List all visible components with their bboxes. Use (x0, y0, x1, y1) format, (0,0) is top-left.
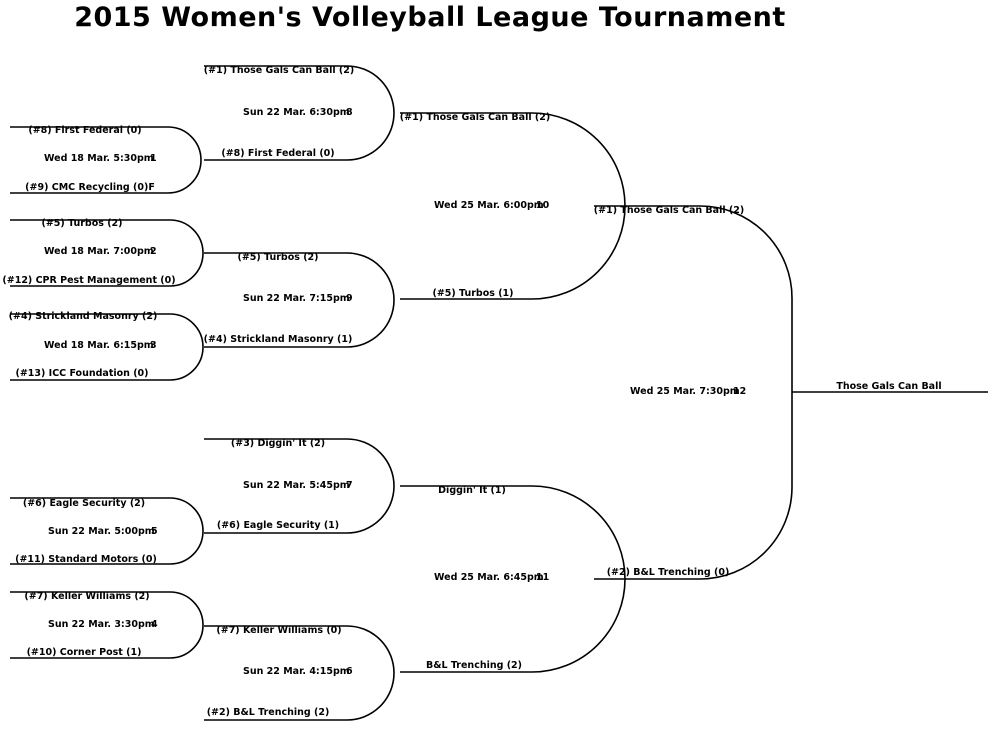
team-label: (#10) Corner Post (1) (26, 647, 142, 658)
game-time: Wed 25 Mar. 6:00pm (434, 200, 544, 211)
game-number: 9 (346, 293, 353, 304)
team-label: (#4) Strickland Masonry (1) (203, 334, 353, 345)
team-label: (#4) Strickland Masonry (2) (8, 311, 158, 322)
game-number: 4 (151, 619, 158, 630)
team-label: (#13) ICC Foundation (0) (15, 368, 149, 379)
game-time: Wed 18 Mar. 6:15pm (44, 340, 154, 351)
team-label: (#2) B&L Trenching (2) (206, 707, 330, 718)
team-label: (#8) First Federal (0) (28, 125, 142, 136)
game-time: Sun 22 Mar. 5:00pm (48, 526, 155, 537)
game-time: Wed 25 Mar. 6:45pm (434, 572, 544, 583)
team-label: B&L Trenching (2) (425, 660, 523, 671)
team-label: (#9) CMC Recycling (0)F (25, 182, 155, 193)
team-label: (#12) CPR Pest Management (0) (2, 275, 176, 286)
game-time: Sun 22 Mar. 3:30pm (48, 619, 155, 630)
game-time: Sun 22 Mar. 6:30pm (243, 107, 350, 118)
bracket-game-6 (204, 625, 395, 721)
game-number: 7 (346, 480, 353, 491)
team-label: (#6) Eagle Security (2) (22, 498, 146, 509)
team-label: (#5) Turbos (2) (237, 252, 319, 263)
team-label: (#8) First Federal (0) (221, 148, 335, 159)
bracket-game-9 (204, 252, 395, 348)
team-label: (#1) Those Gals Can Ball (2) (593, 205, 745, 216)
champion-label: Those Gals Can Ball (836, 381, 942, 392)
game-time: Wed 25 Mar. 7:30pm (630, 386, 740, 397)
bracket-game-8 (204, 65, 395, 161)
game-number: 6 (346, 666, 353, 677)
bracket-game-5 (10, 497, 204, 565)
team-label: (#7) Keller Williams (0) (216, 625, 342, 636)
bracket-game-2 (10, 219, 204, 287)
game-number: 10 (536, 200, 550, 211)
bracket-game-7 (204, 438, 395, 534)
bracket-game-1 (10, 126, 202, 194)
team-label: (#1) Those Gals Can Ball (2) (399, 112, 551, 123)
game-number: 8 (346, 107, 353, 118)
team-label: (#11) Standard Motors (0) (15, 554, 157, 565)
game-time: Wed 18 Mar. 7:00pm (44, 246, 154, 257)
bracket-game-3 (10, 313, 204, 381)
game-time: Sun 22 Mar. 5:45pm (243, 480, 350, 491)
team-label: (#5) Turbos (1) (432, 288, 514, 299)
game-number: 2 (150, 246, 157, 257)
bracket-game-4 (10, 591, 204, 659)
game-time: Wed 18 Mar. 5:30pm (44, 153, 154, 164)
team-label: (#3) Diggin' It (2) (230, 438, 326, 449)
page-title: 2015 Women's Volleyball League Tournamen… (74, 2, 786, 33)
team-label: (#5) Turbos (2) (41, 218, 123, 229)
team-label: (#1) Those Gals Can Ball (2) (203, 65, 355, 76)
team-label: (#7) Keller Williams (2) (24, 591, 150, 602)
game-number: 11 (536, 572, 550, 583)
team-label: (#6) Eagle Security (1) (216, 520, 340, 531)
game-number: 5 (151, 526, 158, 537)
game-time: Sun 22 Mar. 4:15pm (243, 666, 350, 677)
team-label: (#2) B&L Trenching (0) (606, 567, 730, 578)
game-number: 3 (150, 340, 157, 351)
game-number: 1 (150, 153, 157, 164)
team-label: Diggin' It (1) (438, 485, 506, 496)
game-number: 12 (733, 386, 747, 397)
game-time: Sun 22 Mar. 7:15pm (243, 293, 350, 304)
